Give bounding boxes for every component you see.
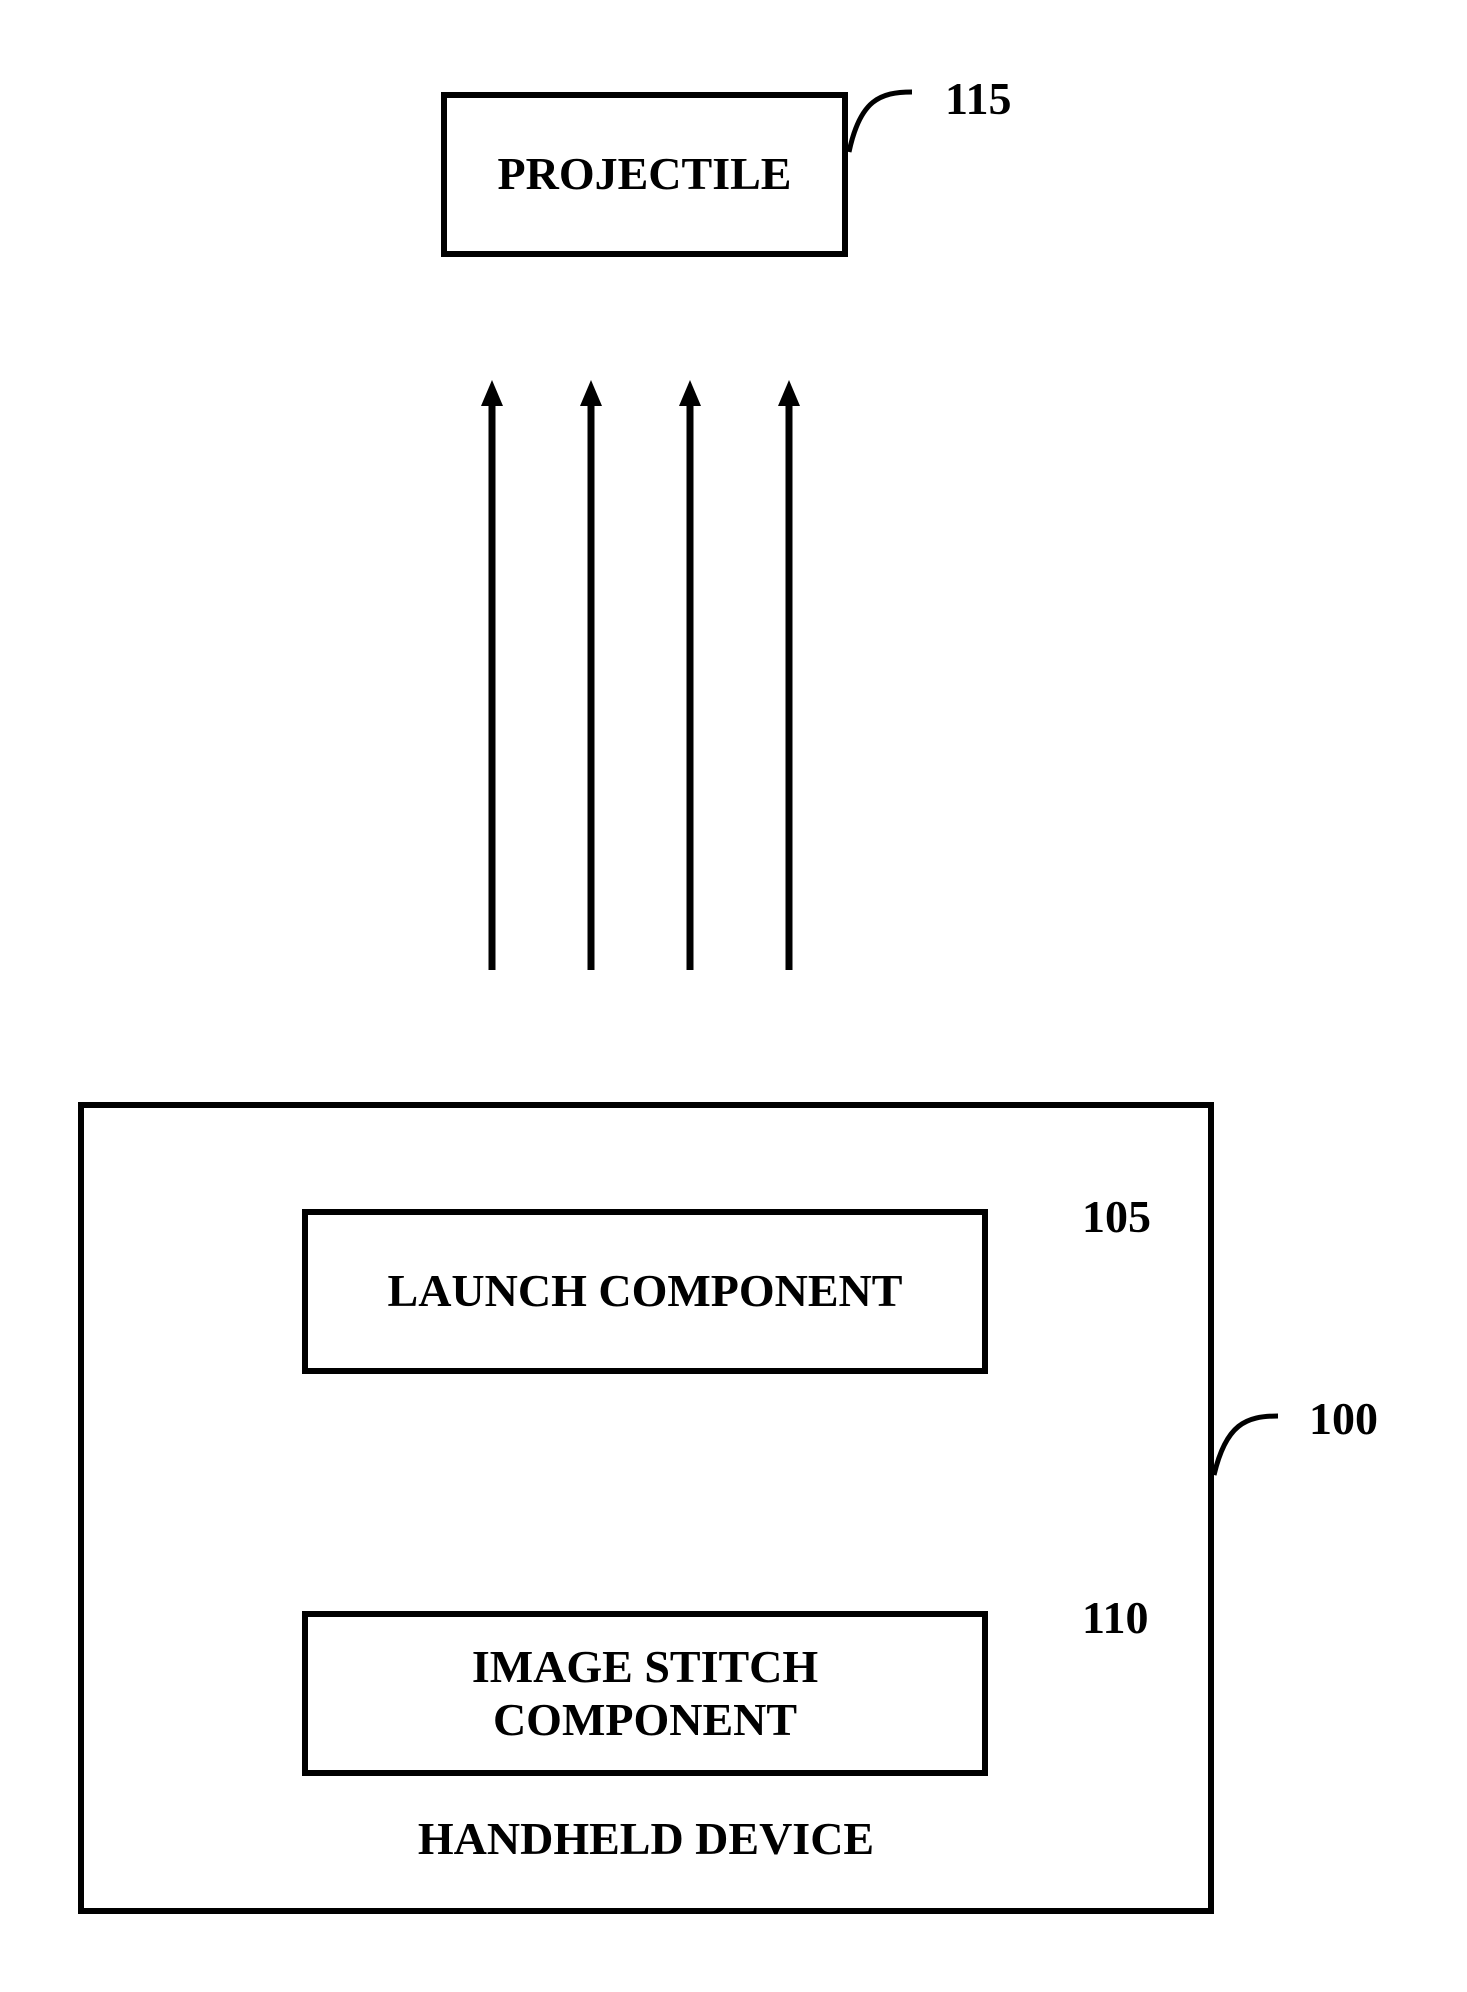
launch-component-label: LAUNCH COMPONENT (388, 1265, 903, 1318)
leader-line-115 (849, 92, 912, 152)
arrow-head (580, 380, 602, 406)
arrow-head (679, 380, 701, 406)
handheld-device-label: HANDHELD DEVICE (78, 1812, 1214, 1865)
arrows-group (481, 380, 800, 970)
image-stitch-label-line-1: IMAGE STITCH (472, 1641, 818, 1694)
launch-component-ref-number: 105 (1082, 1190, 1151, 1243)
launch-component-box: LAUNCH COMPONENT (302, 1209, 988, 1374)
handheld-device-ref-number: 100 (1309, 1392, 1378, 1445)
projectile-box: PROJECTILE (441, 92, 848, 257)
projectile-ref-number: 115 (945, 72, 1011, 125)
image-stitch-component-ref-number: 110 (1082, 1591, 1148, 1644)
image-stitch-component-box: IMAGE STITCH COMPONENT (302, 1611, 988, 1776)
arrow-head (778, 380, 800, 406)
leader-line-100 (1214, 1416, 1278, 1475)
arrow-head (481, 380, 503, 406)
image-stitch-label-line-2: COMPONENT (472, 1694, 818, 1747)
projectile-label: PROJECTILE (498, 148, 792, 201)
